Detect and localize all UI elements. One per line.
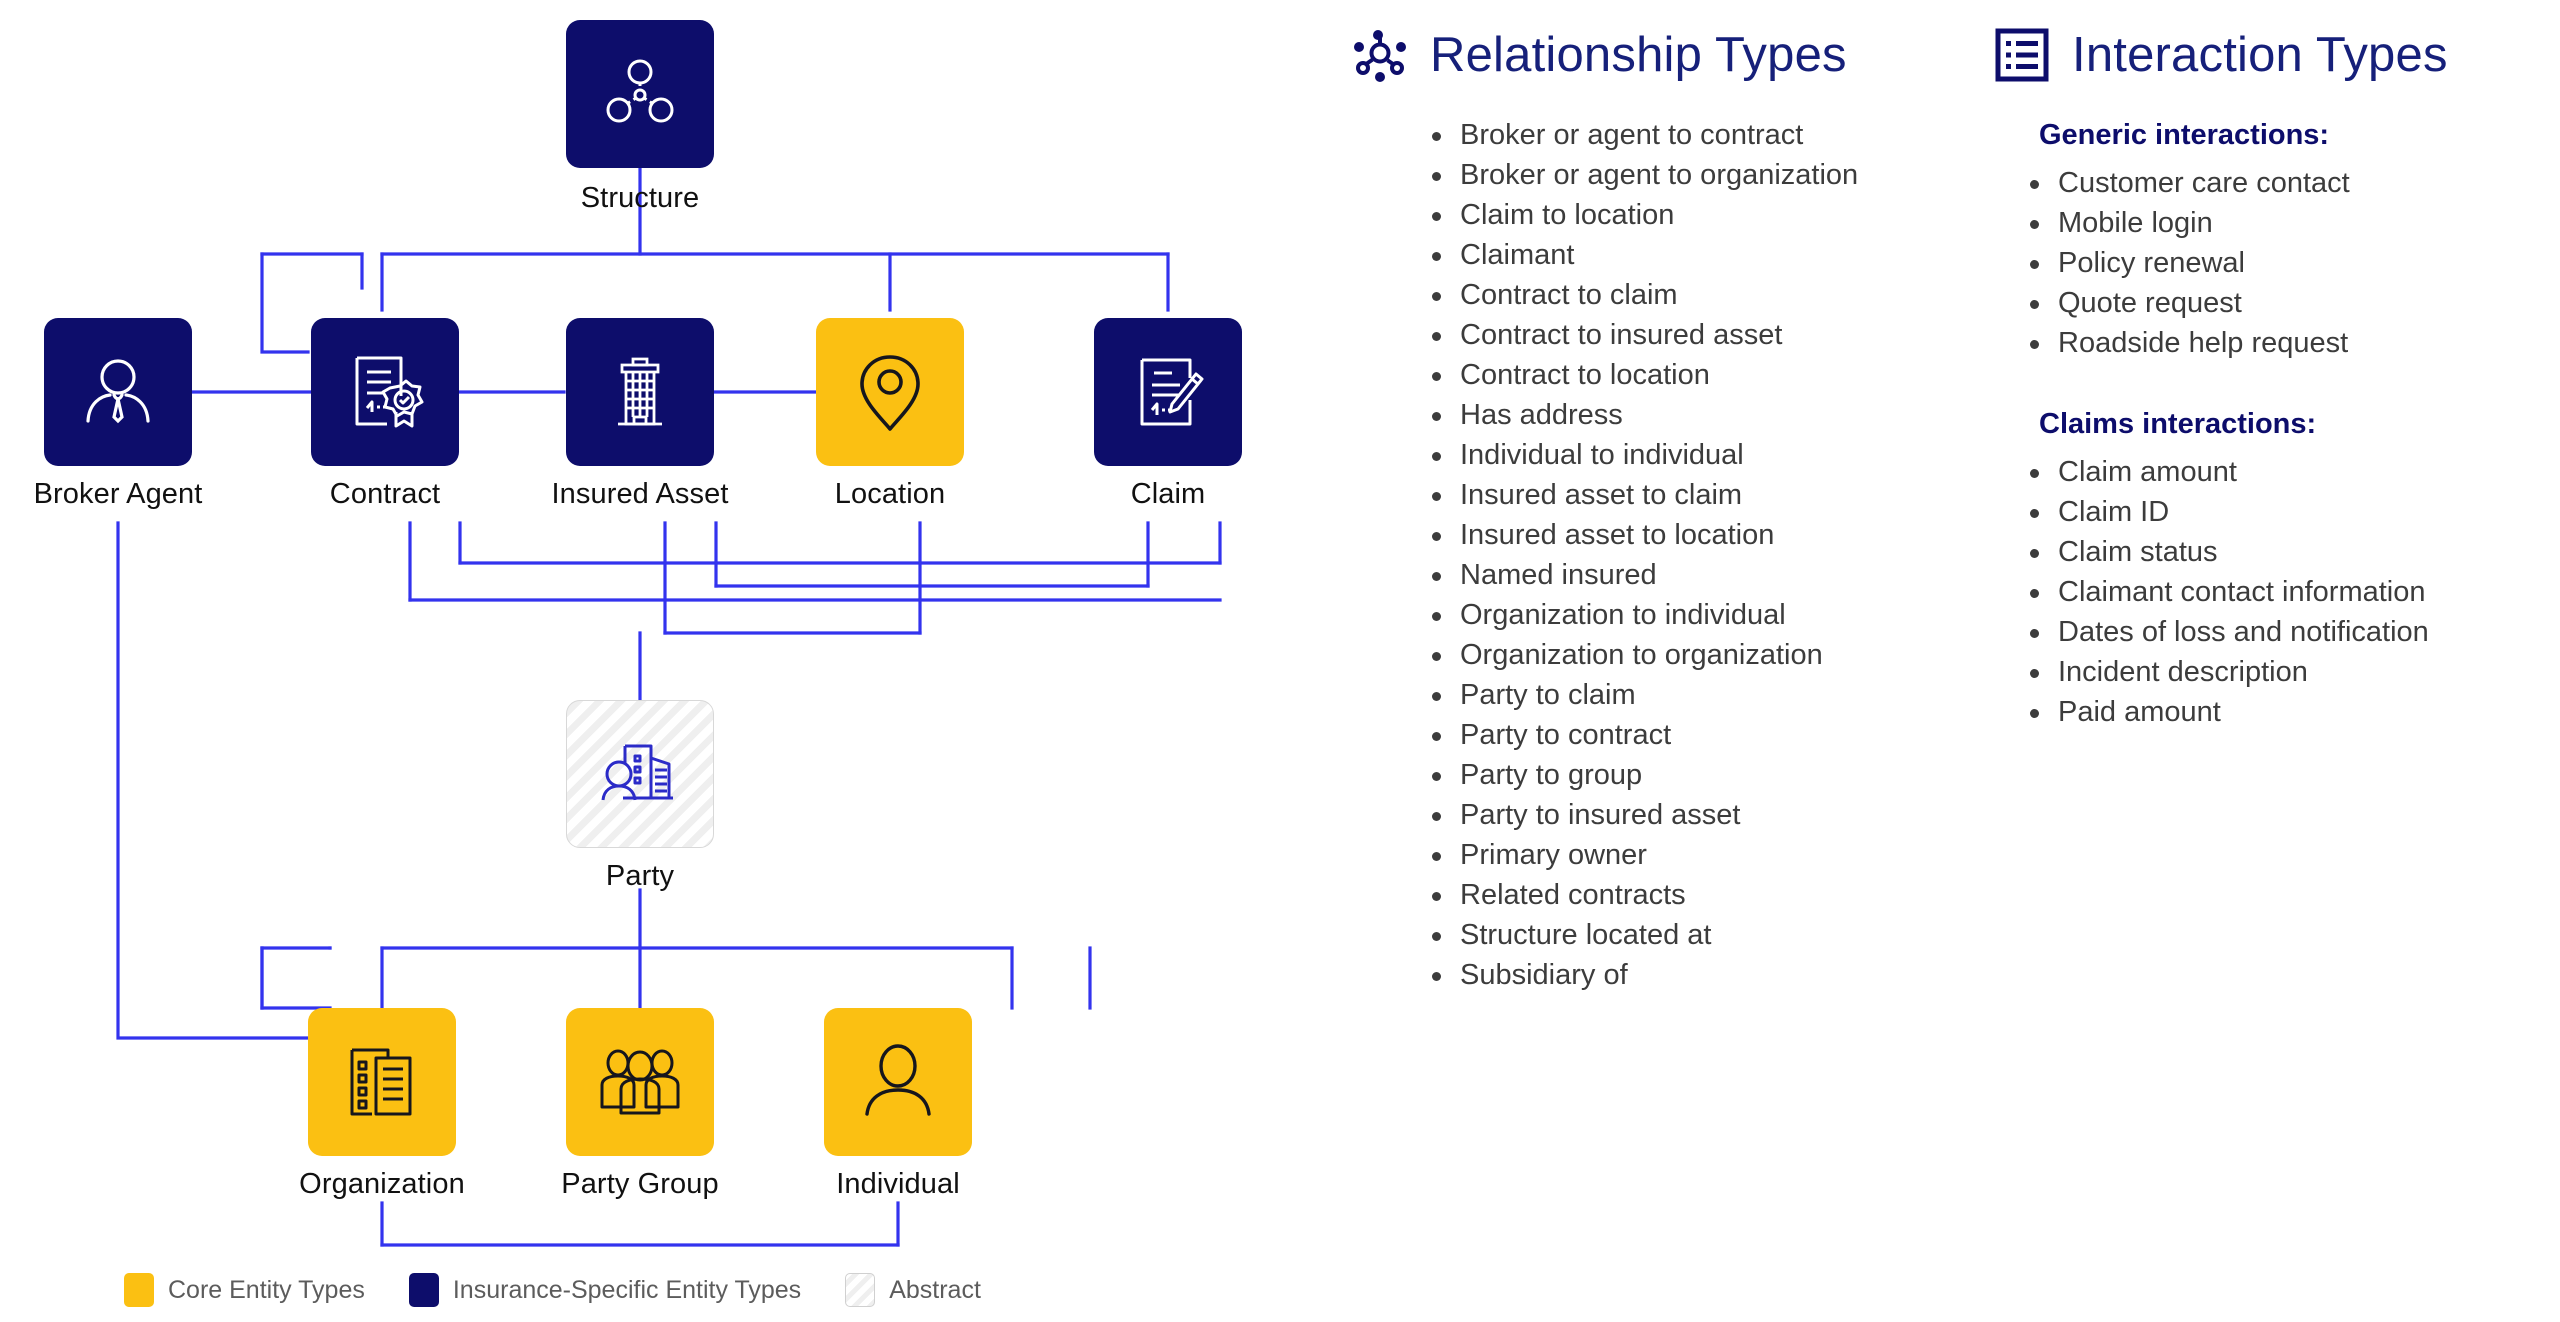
relationship-network-icon xyxy=(1352,27,1408,83)
generic-interaction-item: Customer care contact xyxy=(2016,163,2560,203)
generic-interaction-item: Roadside help request xyxy=(2016,323,2560,363)
relationship-types-title: Relationship Types xyxy=(1430,28,1847,82)
node-label-location: Location xyxy=(834,478,946,510)
node-label-individual: Individual xyxy=(836,1168,960,1200)
relationship-type-item: Organization to individual xyxy=(1418,595,1972,635)
claims-interaction-item: Paid amount xyxy=(2016,692,2560,732)
card-insured-asset[interactable] xyxy=(566,318,714,466)
legend: Core Entity Types Insurance-Specific Ent… xyxy=(124,1273,1025,1307)
relationship-type-item: Broker or agent to organization xyxy=(1418,155,1972,195)
person-icon xyxy=(859,1042,937,1122)
document-pen-icon xyxy=(1128,352,1208,432)
node-label-organization: Organization xyxy=(299,1168,465,1200)
person-tie-icon xyxy=(77,351,159,433)
legend-swatch-core xyxy=(124,1273,154,1307)
claims-interaction-item: Claim ID xyxy=(2016,492,2560,532)
generic-interactions-group: Generic interactions: Customer care cont… xyxy=(1994,115,2560,363)
relationship-type-item: Contract to insured asset xyxy=(1418,315,1972,355)
people-group-icon xyxy=(598,1047,682,1117)
node-label-structure: Structure xyxy=(580,182,700,214)
legend-label-insurance: Insurance-Specific Entity Types xyxy=(452,1275,802,1304)
relationship-type-item: Contract to location xyxy=(1418,355,1972,395)
card-location[interactable] xyxy=(816,318,964,466)
node-label-party-group: Party Group xyxy=(561,1168,719,1200)
card-claim[interactable] xyxy=(1094,318,1242,466)
node-label-broker-agent: Broker Agent xyxy=(33,478,203,510)
relationship-type-item: Insured asset to location xyxy=(1418,515,1972,555)
node-label-contract: Contract xyxy=(329,478,441,510)
legend-item-insurance: Insurance-Specific Entity Types xyxy=(408,1273,802,1307)
list-box-icon xyxy=(1994,27,2050,83)
relationship-type-item: Related contracts xyxy=(1418,875,1972,915)
network-nodes-icon xyxy=(601,55,679,133)
relationship-type-item: Subsidiary of xyxy=(1418,955,1972,995)
relationship-type-item: Broker or agent to contract xyxy=(1418,115,1972,155)
generic-interactions-heading: Generic interactions: xyxy=(2039,119,2330,151)
card-party[interactable] xyxy=(566,700,714,848)
relationship-type-item: Party to contract xyxy=(1418,715,1972,755)
card-broker-agent[interactable] xyxy=(44,318,192,466)
card-party-group[interactable] xyxy=(566,1008,714,1156)
relationship-type-item: Primary owner xyxy=(1418,835,1972,875)
relationship-type-item: Organization to organization xyxy=(1418,635,1972,675)
node-label-party: Party xyxy=(605,860,675,892)
map-pin-icon xyxy=(850,349,930,435)
relationship-type-item: Claimant xyxy=(1418,235,1972,275)
card-organization[interactable] xyxy=(308,1008,456,1156)
legend-label-abstract: Abstract xyxy=(889,1275,981,1304)
legend-swatch-abstract xyxy=(845,1273,876,1307)
interaction-types-header: Interaction Types xyxy=(1994,0,2560,96)
relationship-type-item: Contract to claim xyxy=(1418,275,1972,315)
buildings-list-icon xyxy=(342,1042,422,1122)
claims-interaction-item: Incident description xyxy=(2016,652,2560,692)
person-building-icon xyxy=(599,734,681,814)
relationship-type-item: Party to claim xyxy=(1418,675,1972,715)
claims-interaction-item: Claim amount xyxy=(2016,452,2560,492)
relationship-type-item: Named insured xyxy=(1418,555,1972,595)
generic-interaction-item: Quote request xyxy=(2016,283,2560,323)
certificate-document-icon xyxy=(343,350,427,434)
card-individual[interactable] xyxy=(824,1008,972,1156)
relationship-type-item: Has address xyxy=(1418,395,1972,435)
relationship-types-panel: Relationship Types Broker or agent to co… xyxy=(1352,0,1972,995)
relationship-type-item: Individual to individual xyxy=(1418,435,1972,475)
office-building-icon xyxy=(600,352,680,432)
card-contract[interactable] xyxy=(311,318,459,466)
legend-item-core: Core Entity Types xyxy=(124,1273,365,1307)
node-label-insured-asset: Insured Asset xyxy=(551,478,729,510)
claims-interactions-heading: Claims interactions: xyxy=(2039,408,2317,440)
claims-interaction-item: Dates of loss and notification xyxy=(2016,612,2560,652)
claims-interaction-item: Claimant contact information xyxy=(2016,572,2560,612)
relationship-type-item: Party to insured asset xyxy=(1418,795,1972,835)
relationship-type-item: Party to group xyxy=(1418,755,1972,795)
relationship-types-header: Relationship Types xyxy=(1352,0,1972,96)
entity-diagram: Structure Broker Agent xyxy=(33,20,1242,1307)
relationship-type-item: Structure located at xyxy=(1418,915,1972,955)
relationship-type-item: Insured asset to claim xyxy=(1418,475,1972,515)
generic-interaction-item: Mobile login xyxy=(2016,203,2560,243)
legend-item-abstract: Abstract xyxy=(845,1273,981,1307)
relationship-type-item: Claim to location xyxy=(1418,195,1972,235)
interaction-types-title: Interaction Types xyxy=(2072,28,2448,82)
legend-swatch-insurance xyxy=(408,1273,439,1307)
generic-interaction-item: Policy renewal xyxy=(2016,243,2560,283)
claims-interaction-item: Claim status xyxy=(2016,532,2560,572)
interaction-types-panel: Interaction Types Generic interactions: … xyxy=(1994,0,2560,732)
legend-label-core: Core Entity Types xyxy=(168,1275,365,1304)
node-label-claim: Claim xyxy=(1130,478,1206,510)
card-structure[interactable] xyxy=(566,20,714,168)
